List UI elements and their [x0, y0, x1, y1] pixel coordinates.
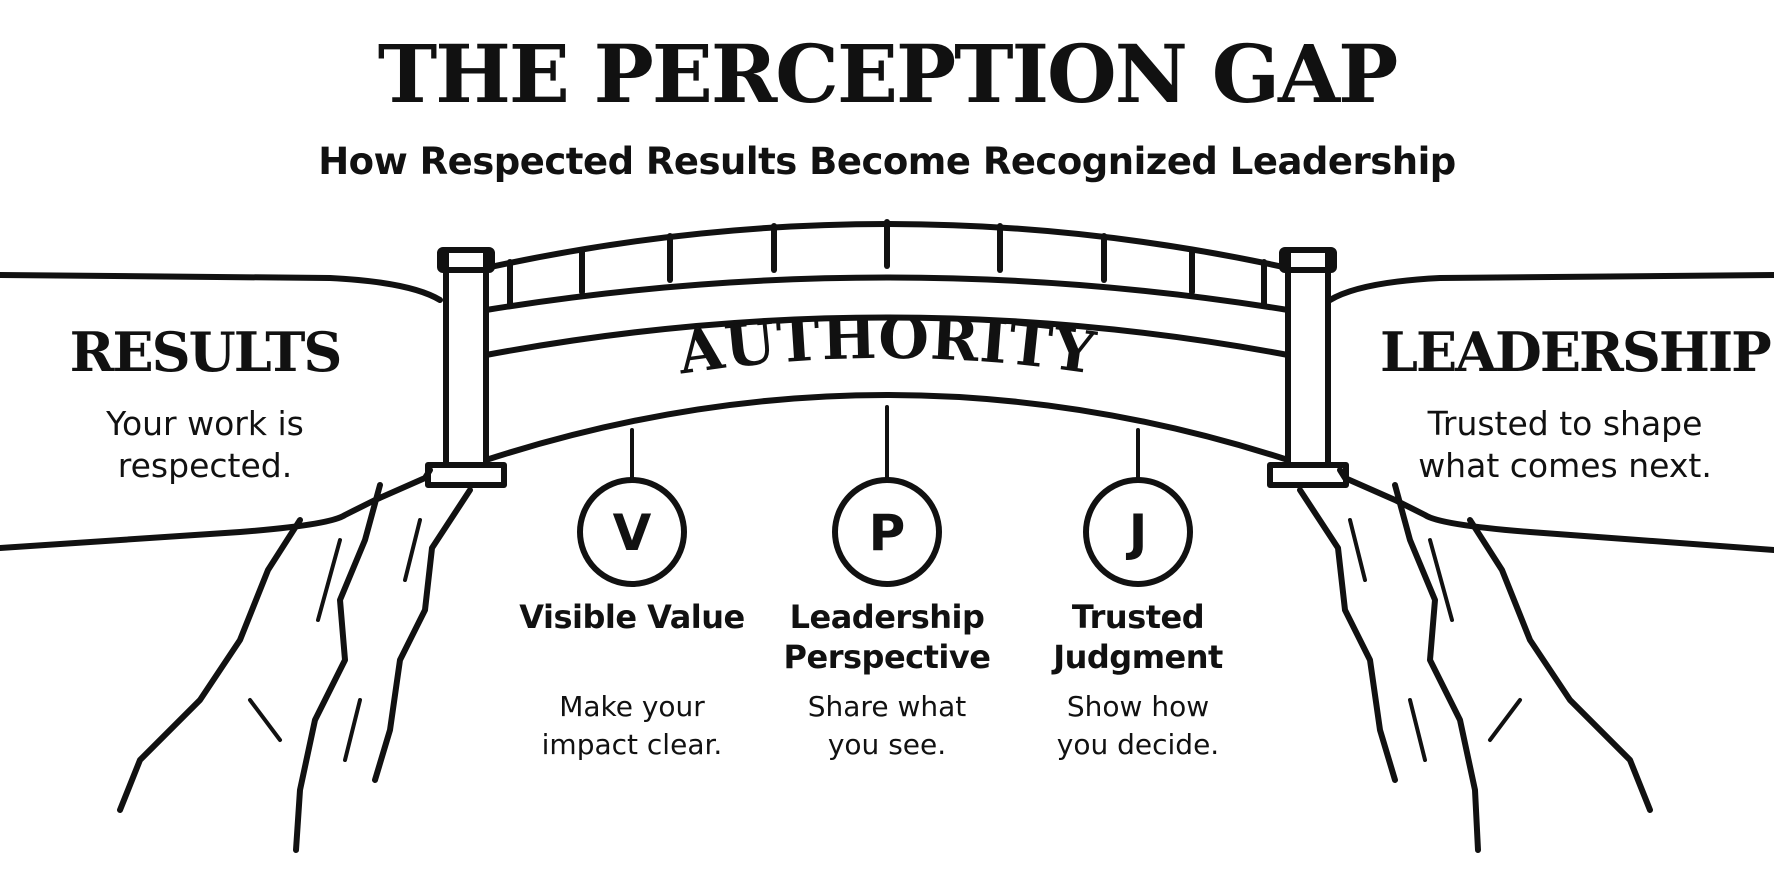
bridge: [425, 219, 1349, 488]
pillar-desc-trusted-judgment: Show how you decide.: [1056, 690, 1220, 761]
bridge-label: AUTHORITY: [673, 304, 1100, 388]
page-title: THE PERCEPTION GAP: [377, 27, 1399, 121]
left-cliff: [0, 272, 473, 853]
pillar-circle-v: [577, 477, 687, 587]
right-heading: LEADERSHIP: [1380, 320, 1772, 384]
right-cliff: [1297, 272, 1774, 853]
pillar-connectors: [577, 405, 1193, 587]
left-heading: RESULTS: [69, 320, 343, 384]
pillar-name-leadership-perspective: Leadership Perspective: [783, 598, 991, 676]
left-text: Your work is respected.: [106, 404, 304, 485]
pillar-letter-j: J: [1126, 504, 1148, 562]
pillar-circle-j: [1083, 477, 1193, 587]
pillar-desc-visible-value: Make your impact clear.: [541, 690, 723, 761]
page-subtitle: How Respected Results Become Recognized …: [318, 140, 1456, 183]
pillar-name-visible-value: Visible Value: [519, 598, 745, 636]
pillar-name-trusted-judgment: Trusted Judgment: [1053, 598, 1223, 676]
pillar-circle-p: [832, 477, 942, 587]
pillar-letter-p: P: [869, 504, 906, 562]
pillar-desc-leadership-perspective: Share what you see.: [807, 690, 967, 761]
right-text: Trusted to shape what comes next.: [1418, 404, 1712, 485]
pillar-letter-v: V: [613, 504, 652, 562]
